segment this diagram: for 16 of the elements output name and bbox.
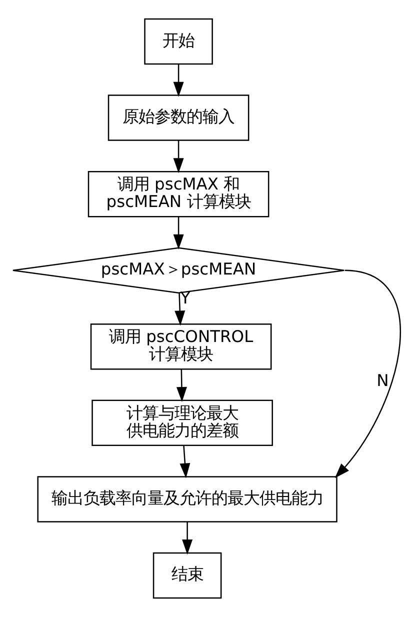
- node-box: 计算与理论最大供电能力的差额: [92, 400, 273, 446]
- arrow: [173, 140, 184, 174]
- node-box: 原始参数的输入: [108, 94, 250, 141]
- node-box: 结束: [152, 552, 222, 599]
- arrow: [176, 369, 187, 402]
- node-box: 调用 pscMAX 和 pscMEAN 计算模块: [88, 170, 270, 218]
- arrow: [334, 270, 401, 478]
- arrow: [182, 522, 193, 555]
- arrow: [173, 64, 184, 97]
- node-box: 调用 pscCONTROL 计算模块: [90, 324, 272, 370]
- node-box: 开始: [144, 18, 213, 65]
- edge-label: N: [376, 371, 389, 390]
- node-box: 输出负载率向量及允许的最大供电能力: [37, 476, 338, 522]
- arrow: [180, 445, 190, 478]
- arrow: [174, 292, 186, 326]
- arrow: [173, 216, 184, 250]
